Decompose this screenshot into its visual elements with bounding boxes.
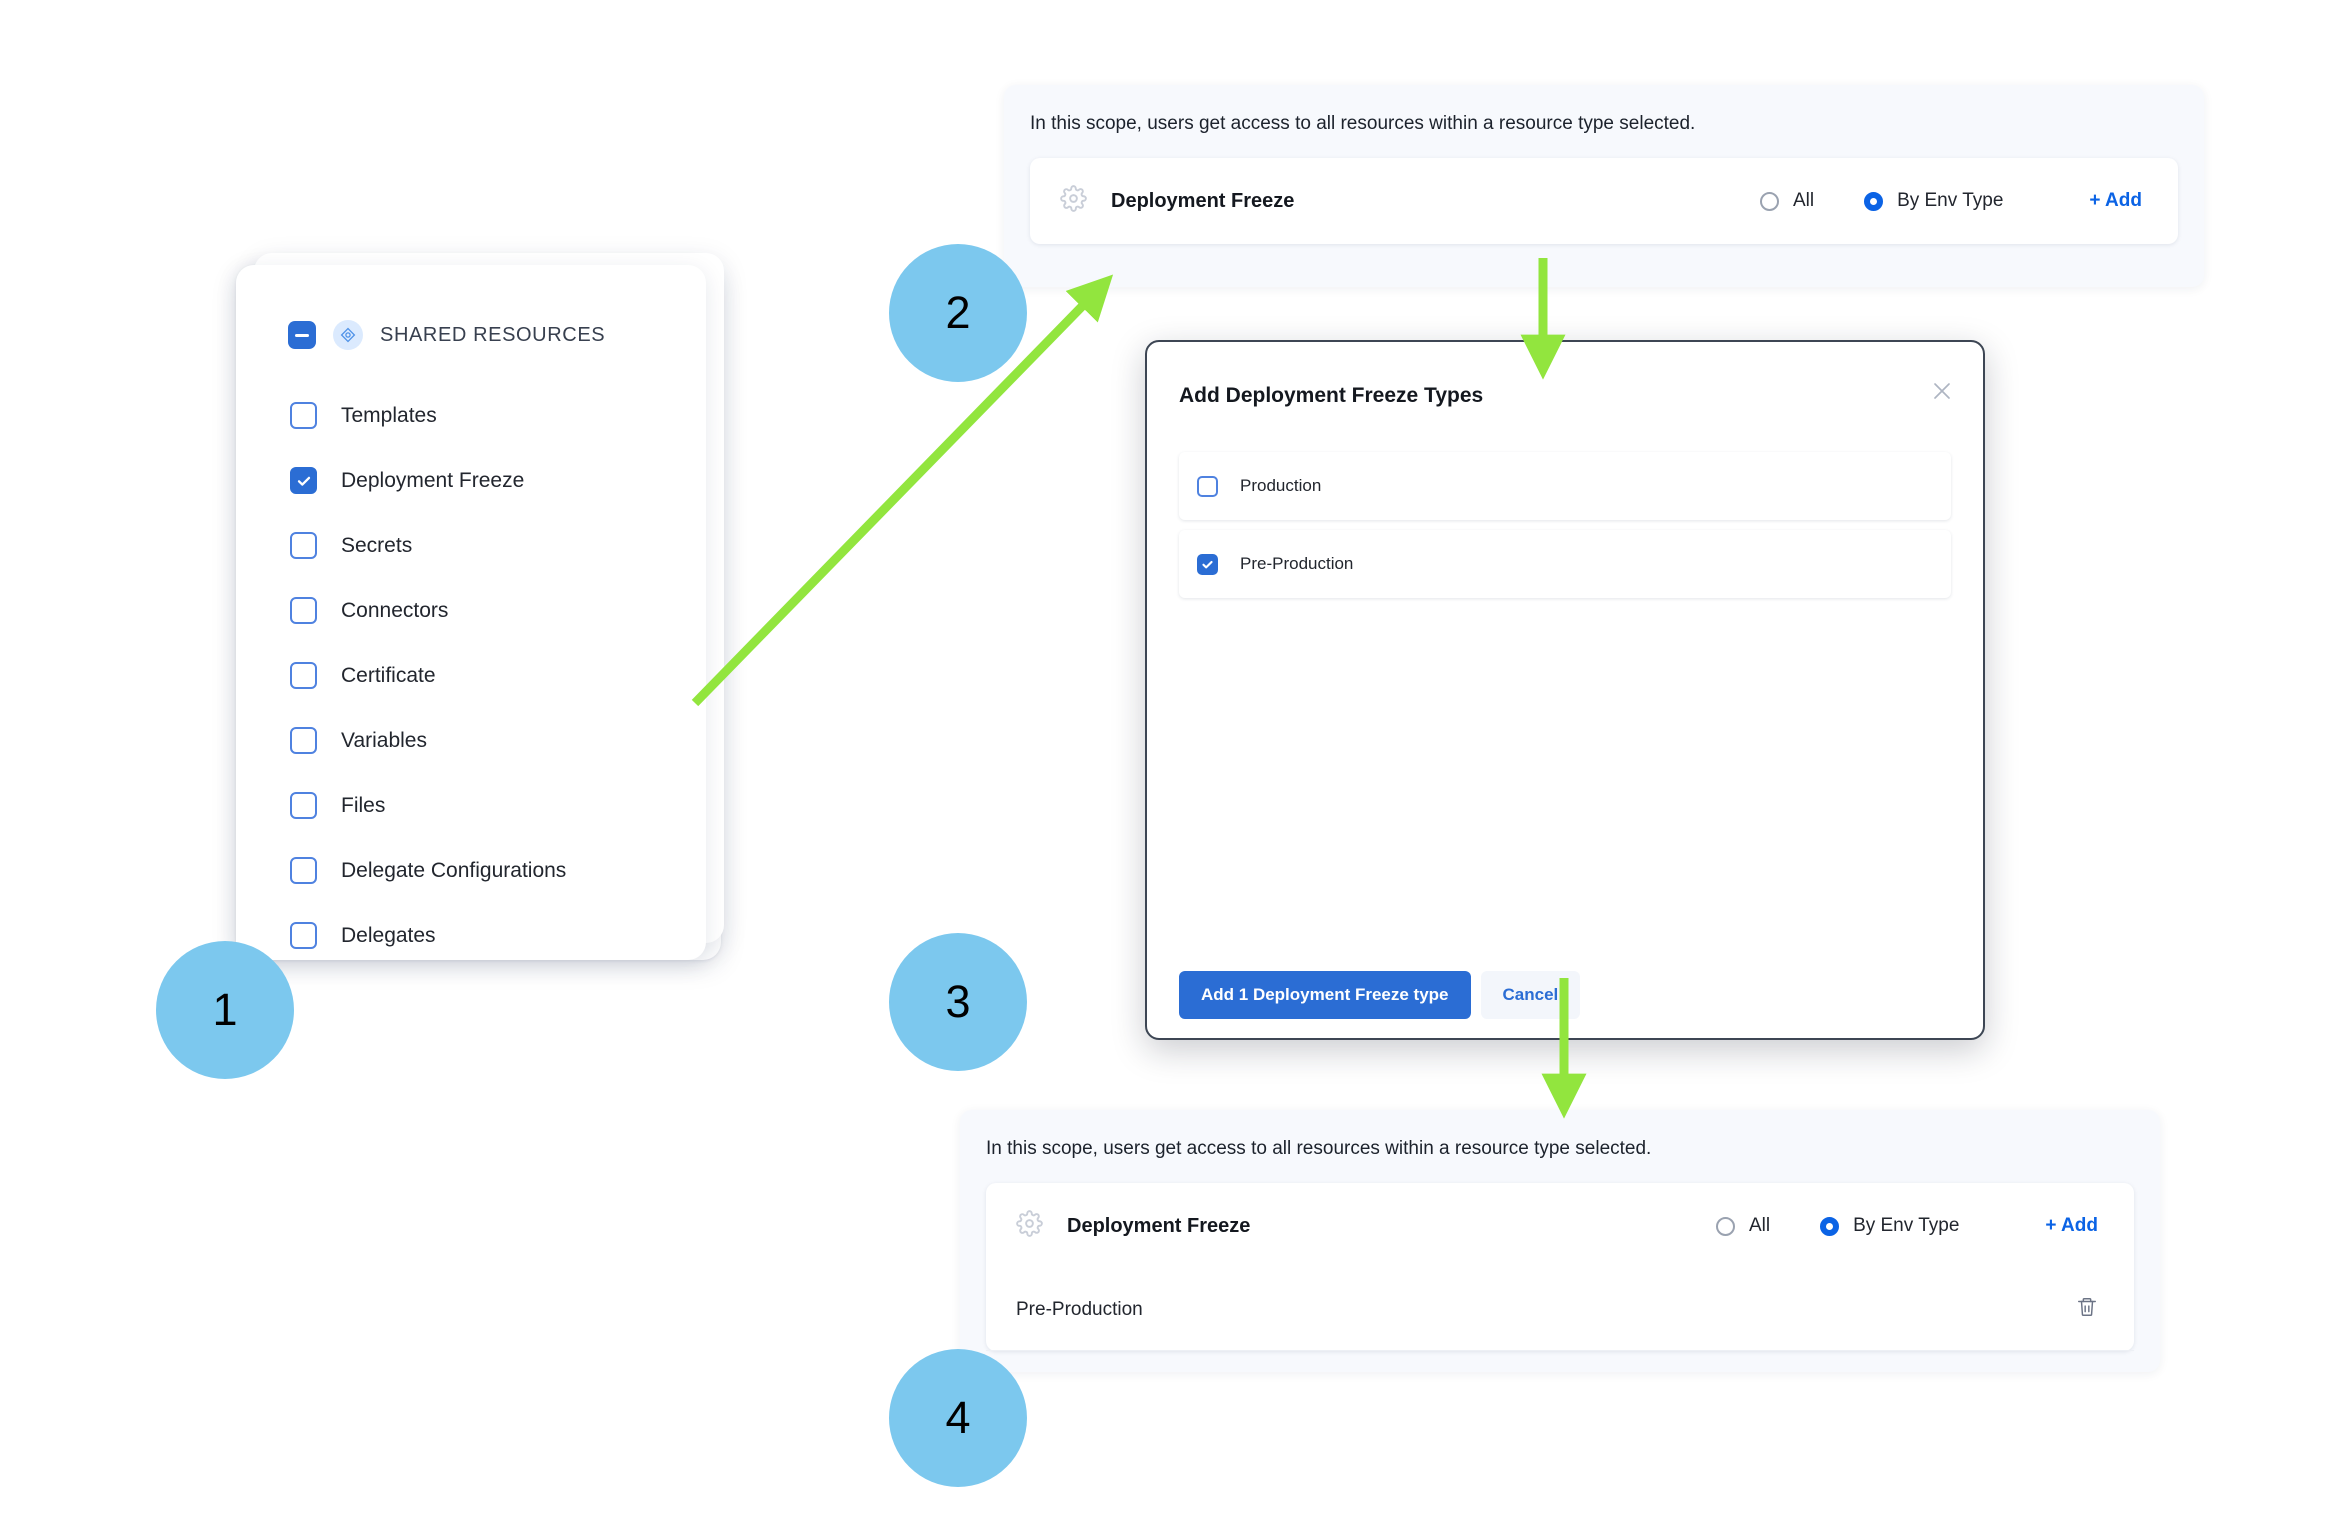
radio-env-type-label-before: By Env Type (1897, 190, 2004, 211)
trash-icon[interactable] (2076, 1296, 2098, 1323)
resource-label-deployment-freeze: Deployment Freeze (341, 468, 525, 492)
scope-note-before: In this scope, users get access to all r… (1030, 113, 1696, 134)
scope-entry-row: Pre-Production (986, 1269, 2134, 1351)
modal-option-pre-production[interactable]: Pre-Production (1179, 530, 1951, 598)
resource-item-certificate[interactable]: Certificate (288, 643, 566, 708)
checkbox-delegates[interactable] (290, 922, 317, 949)
scope-card-after: Deployment Freeze All By Env Type + Add (986, 1183, 2134, 1351)
shared-resource-icon (333, 320, 363, 350)
resource-item-templates[interactable]: Templates (288, 383, 566, 448)
resource-label-secrets: Secrets (341, 533, 413, 557)
gear-icon (1060, 185, 1087, 217)
resource-label-files: Files (341, 793, 386, 817)
add-link-after[interactable]: + Add (2045, 1215, 2098, 1236)
resource-item-delegates[interactable]: Delegates (288, 903, 566, 968)
resource-label-certificate: Certificate (341, 663, 436, 687)
shared-resources-label: SHARED RESOURCES (380, 323, 606, 346)
resource-label-connectors: Connectors (341, 598, 449, 622)
checkbox-delegate-configurations[interactable] (290, 857, 317, 884)
radio-env-type-icon-after[interactable] (1820, 1216, 1840, 1236)
scope-resource-row-before: Deployment Freeze All By Env Type + Add (1030, 158, 2178, 244)
add-link-before[interactable]: + Add (2089, 190, 2142, 211)
scope-panel-after: In this scope, users get access to all r… (960, 1110, 2160, 1372)
scope-resource-title-before: Deployment Freeze (1111, 189, 1295, 212)
step-badge-4: 4 (889, 1349, 1027, 1487)
resource-item-secrets[interactable]: Secrets (288, 513, 566, 578)
add-deployment-freeze-types-modal: Add Deployment Freeze Types Production P… (1145, 340, 1985, 1040)
checkbox-templates[interactable] (290, 402, 317, 429)
scope-radio-group-after: All By Env Type (1715, 1215, 1959, 1237)
shared-resources-header[interactable]: SHARED RESOURCES (288, 320, 605, 350)
resource-label-templates: Templates (341, 403, 437, 427)
radio-all-icon-before[interactable] (1759, 191, 1779, 211)
resource-item-delegate-configurations[interactable]: Delegate Configurations (288, 838, 566, 903)
step-badge-3: 3 (889, 933, 1027, 1071)
checkbox-variables[interactable] (290, 727, 317, 754)
step-badge-2: 2 (889, 244, 1027, 382)
modal-option-label-pre-production: Pre-Production (1240, 554, 1354, 573)
resource-type-list: Templates Deployment Freeze Secrets Conn… (288, 383, 566, 968)
modal-option-list: Production Pre-Production (1179, 452, 1951, 608)
radio-all-label-before: All (1792, 190, 1815, 211)
scope-entry-label: Pre-Production (1016, 1298, 1143, 1320)
scope-note-after: In this scope, users get access to all r… (986, 1138, 1652, 1159)
resource-label-variables: Variables (341, 728, 427, 752)
resource-label-delegates: Delegates (341, 923, 436, 947)
shared-resources-panel: SHARED RESOURCES Templates Deployment Fr… (236, 253, 724, 960)
minus-icon (295, 333, 309, 337)
gear-icon (1016, 1210, 1043, 1242)
checkbox-certificate[interactable] (290, 662, 317, 689)
scope-resource-title-after: Deployment Freeze (1067, 1214, 1251, 1237)
radio-all-icon-after[interactable] (1715, 1216, 1735, 1236)
radio-option-all-after[interactable]: All (1715, 1215, 1771, 1237)
modal-option-label-production: Production (1240, 476, 1322, 495)
arrow-tree-to-scope (691, 274, 1114, 707)
resource-item-files[interactable]: Files (288, 773, 566, 838)
group-indeterminate-checkbox[interactable] (288, 321, 316, 349)
checkbox-pre-production[interactable] (1197, 553, 1218, 575)
radio-all-label-after: All (1748, 1215, 1771, 1236)
modal-title: Add Deployment Freeze Types (1179, 384, 1484, 407)
radio-option-env-type-before[interactable]: By Env Type (1864, 190, 2003, 212)
checkbox-secrets[interactable] (290, 532, 317, 559)
checkbox-production[interactable] (1197, 475, 1218, 497)
checkbox-files[interactable] (290, 792, 317, 819)
resource-item-variables[interactable]: Variables (288, 708, 566, 773)
resource-item-connectors[interactable]: Connectors (288, 578, 566, 643)
checkbox-deployment-freeze[interactable] (290, 467, 317, 494)
step-badge-1: 1 (156, 941, 294, 1079)
radio-option-all-before[interactable]: All (1759, 190, 1815, 212)
radio-env-type-label-after: By Env Type (1853, 1215, 1960, 1236)
resource-item-deployment-freeze[interactable]: Deployment Freeze (288, 448, 566, 513)
modal-option-production[interactable]: Production (1179, 452, 1951, 520)
add-deployment-freeze-type-button[interactable]: Add 1 Deployment Freeze type (1179, 971, 1471, 1019)
close-icon[interactable] (1927, 376, 1957, 406)
resource-label-delegate-configurations: Delegate Configurations (341, 858, 567, 882)
radio-env-type-icon-before[interactable] (1864, 191, 1884, 211)
modal-footer: Add 1 Deployment Freeze type Cancel (1147, 952, 1983, 1038)
scope-card-before: Deployment Freeze All By Env Type + Add (1030, 158, 2178, 244)
scope-radio-group-before: All By Env Type (1759, 190, 2003, 212)
scope-panel-before: In this scope, users get access to all r… (1004, 85, 2204, 287)
checkbox-connectors[interactable] (290, 597, 317, 624)
cancel-button[interactable]: Cancel (1480, 971, 1581, 1019)
scope-resource-row-after: Deployment Freeze All By Env Type + Add (986, 1183, 2134, 1269)
radio-option-env-type-after[interactable]: By Env Type (1820, 1215, 1959, 1237)
